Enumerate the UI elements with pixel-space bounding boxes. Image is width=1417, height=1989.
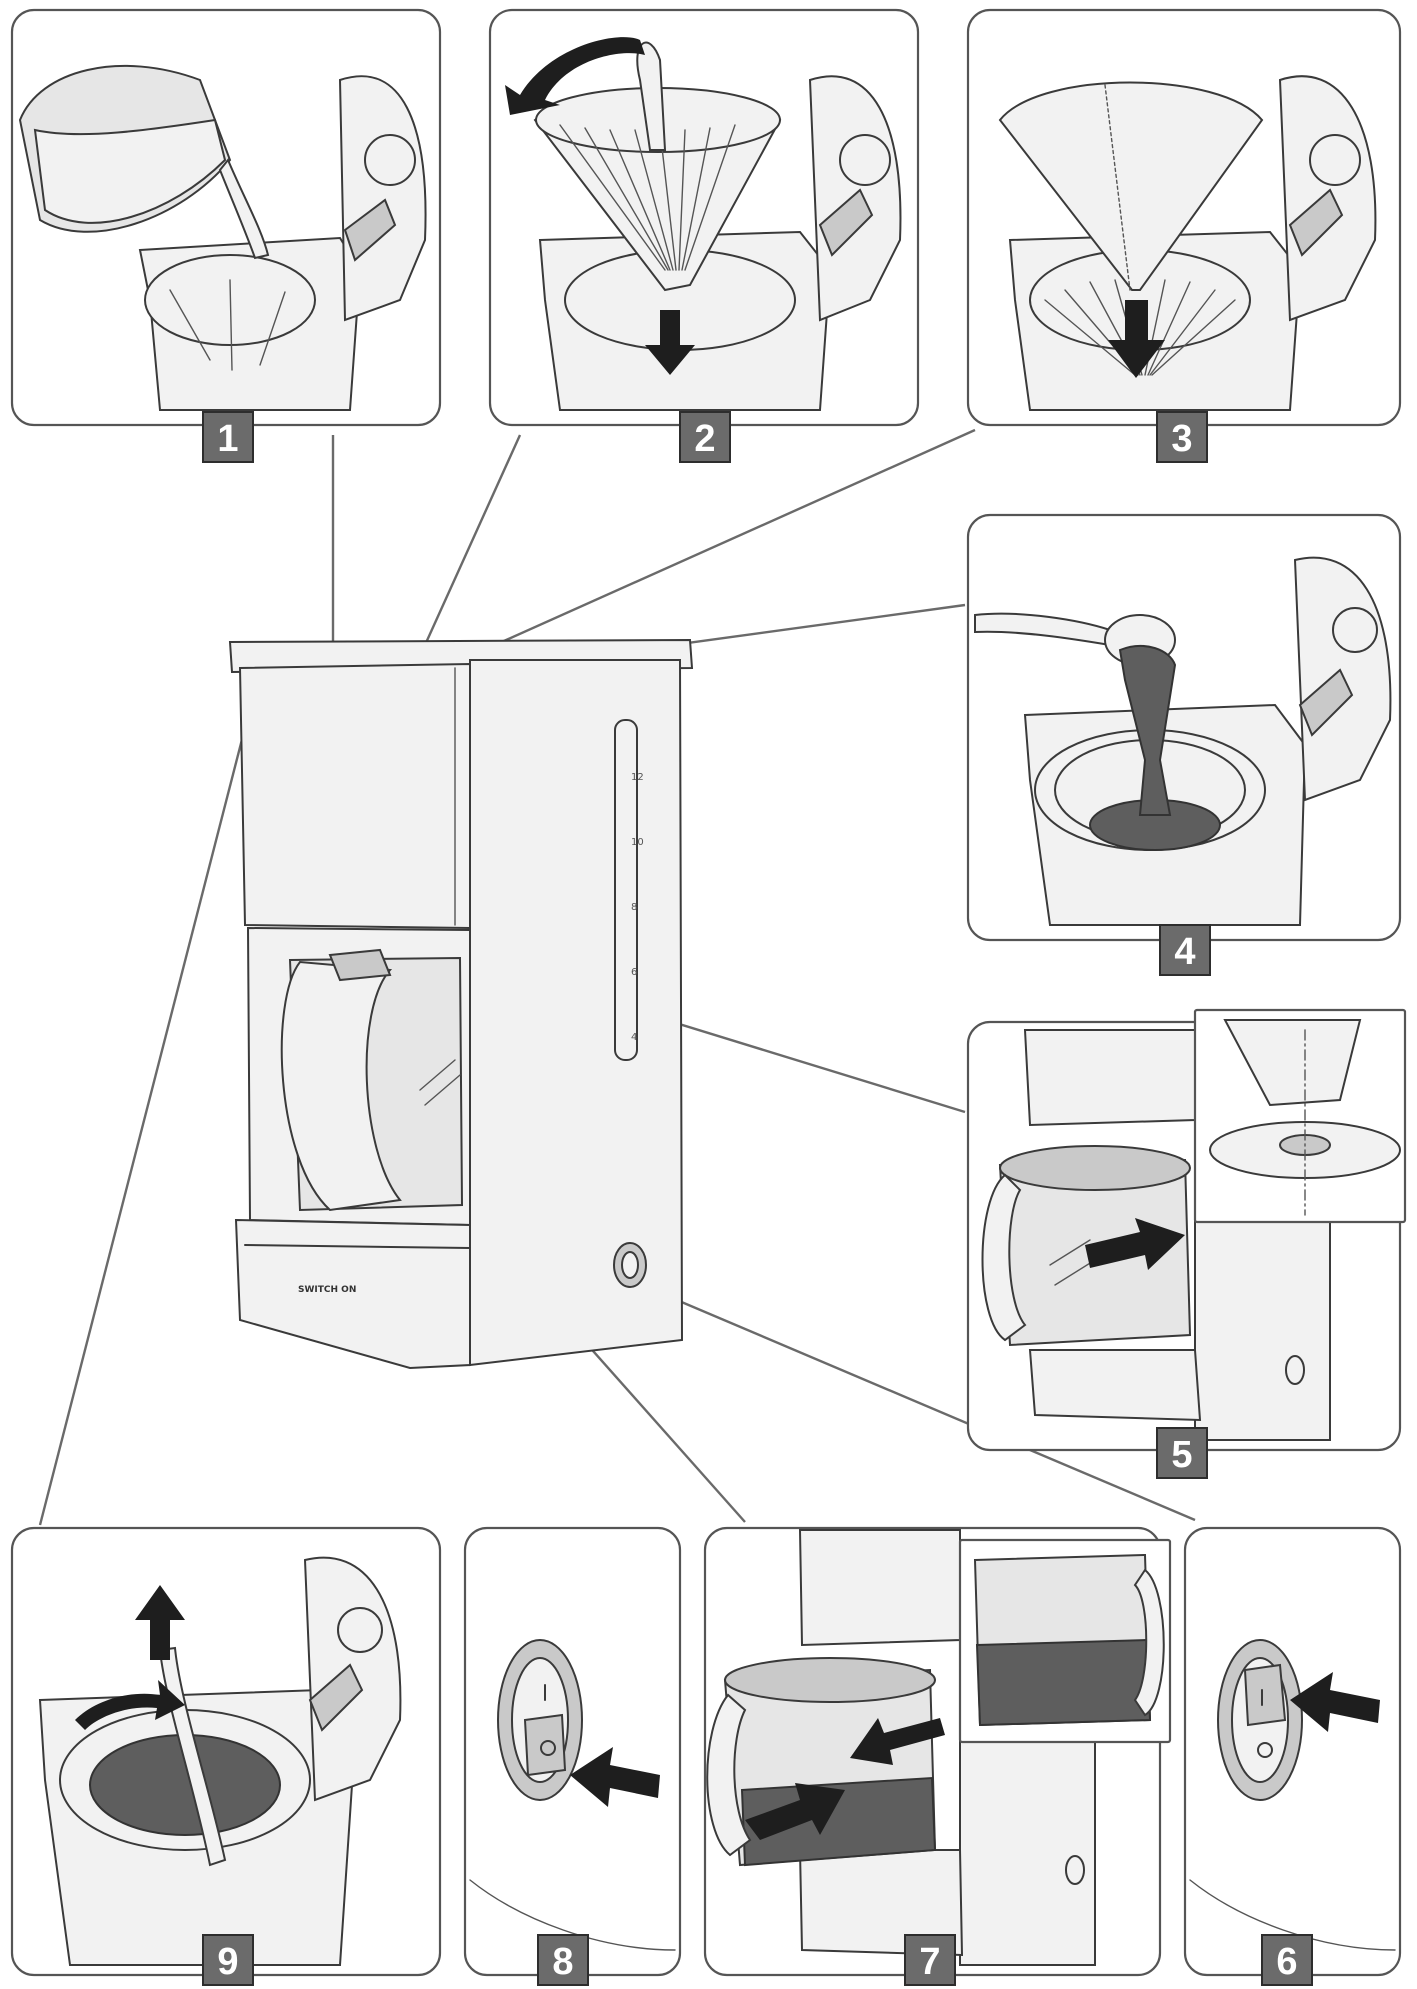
scale-mark-10: 10 — [631, 837, 644, 848]
leader-2 — [423, 434, 522, 646]
step-panel-7 — [703, 1526, 1172, 1977]
step-badge-1: 1 — [202, 411, 254, 463]
svg-text:8: 8 — [552, 1941, 573, 1983]
step-panel-6 — [1183, 1526, 1402, 1977]
scale-mark-4: 4 — [631, 1032, 637, 1043]
svg-text:1: 1 — [217, 418, 238, 460]
leader-lines — [38, 428, 1196, 1526]
pull-arrow-icon — [745, 1783, 845, 1840]
step-badge-6: 6 — [1261, 1934, 1313, 1986]
scale-mark-12: 12 — [631, 772, 644, 783]
coffee-machine: 12 10 8 6 4 SWITCH ON — [228, 638, 694, 1370]
scale-mark-6: 6 — [631, 967, 637, 978]
step-badge-8: 8 — [537, 1934, 589, 1986]
water-level-window — [614, 719, 638, 1061]
up-arrow-icon — [135, 1585, 185, 1660]
step-panel-3 — [966, 8, 1402, 427]
rotate-arrow-icon — [505, 37, 645, 115]
leader-3 — [494, 428, 976, 647]
step-badge-7: 7 — [904, 1934, 956, 1986]
step-badge-2: 2 — [679, 411, 731, 463]
svg-text:6: 6 — [1276, 1941, 1297, 1983]
leader-9 — [38, 649, 267, 1526]
svg-text:7: 7 — [919, 1941, 940, 1983]
push-arrow-icon — [570, 1747, 660, 1807]
step-panel-4 — [966, 513, 1402, 942]
step-badge-5: 5 — [1156, 1427, 1208, 1479]
leader-6 — [664, 1293, 1196, 1522]
step-panel-1 — [10, 8, 442, 427]
push-arrow-icon — [1085, 1218, 1185, 1270]
scale-mark-8: 8 — [631, 902, 637, 913]
step-panel-8 — [463, 1526, 682, 1977]
down-arrow-icon — [645, 310, 695, 375]
step-panel-2 — [488, 8, 920, 427]
push-arrow-icon — [850, 1718, 945, 1765]
svg-text:4: 4 — [1174, 931, 1195, 973]
step-badge-4: 4 — [1159, 924, 1211, 976]
brand-logo: SWITCH ON — [298, 1285, 356, 1295]
step-badge-3: 3 — [1156, 411, 1208, 463]
step-panel-9 — [10, 1526, 442, 1977]
step-badge-9: 9 — [202, 1934, 254, 1986]
svg-text:9: 9 — [217, 1941, 238, 1983]
svg-text:2: 2 — [694, 418, 715, 460]
step-badges: 1 2 3 4 5 6 7 8 — [202, 411, 1313, 1986]
svg-text:5: 5 — [1171, 1434, 1192, 1476]
push-arrow-icon — [1290, 1672, 1380, 1732]
rotate-arrow-icon — [75, 1680, 185, 1730]
paper-filter — [998, 81, 1264, 291]
down-arrow-icon — [1108, 300, 1165, 378]
step-panel-5 — [966, 1008, 1407, 1452]
svg-text:3: 3 — [1171, 418, 1192, 460]
